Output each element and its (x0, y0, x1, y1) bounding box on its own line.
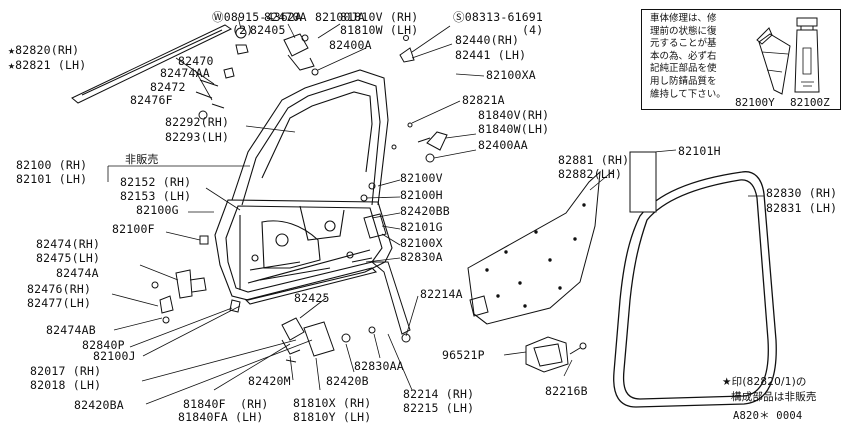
part-label-82292: 82292(RH) (165, 115, 230, 129)
part-label-82820: ★82820(RH) (8, 43, 80, 57)
part-label-82425: 82425 (294, 291, 330, 305)
drawing-code: A820＊ 0004 (733, 410, 803, 422)
part-label-82100: 82100 (RH) (16, 158, 88, 172)
part-label-82100h: 82100H (400, 188, 443, 202)
part-label-82100x: 82100X (400, 236, 443, 250)
part-label-82400a: 82400A (329, 38, 372, 52)
part-label-81810y: 81810Y (LH) (293, 410, 372, 424)
part-label-82840p: 82840P (82, 338, 125, 352)
motor-drawing (525, 336, 587, 373)
part-label-82882: 82882(LH) (558, 167, 623, 181)
opening-weatherstrip-drawing (613, 171, 777, 408)
part-code-82100y: 82100Y (735, 96, 775, 109)
part-qty-w: (2) (232, 23, 254, 37)
footnote-line-1: ★印(82820/1)の (722, 376, 807, 388)
part-label-82831: 82831 (LH) (766, 201, 838, 215)
part-label-82018: 82018 (LH) (30, 378, 102, 392)
door-shell-drawing (214, 69, 393, 305)
part-label-82441: 82441 (LH) (455, 48, 527, 62)
part-label-82830: 82830 (RH) (766, 186, 838, 200)
part-label-82420ba: 82420BA (74, 398, 124, 412)
part-label-82476f: 82476F (130, 93, 173, 107)
corrosion-note-box: 車体修理は、修 理前の状態に復 元することが基 本の為、必ず右 記純正部品を使 … (641, 9, 841, 110)
part-label-81810v: 81810V (RH) (340, 10, 419, 24)
outer-weatherstrip-drawing (71, 24, 233, 104)
part-label-96521p: 96521P (442, 348, 485, 362)
part-label-82400aa: 82400AA (478, 138, 528, 152)
part-label-s-08313: Ⓢ08313-61691 (453, 10, 544, 24)
part-label-82821: ★82821 (LH) (8, 58, 87, 72)
part-label-82476: 82476(RH) (27, 282, 92, 296)
part-label-82474: 82474(RH) (36, 237, 101, 251)
leader-lines (107, 16, 764, 405)
part-label-82420b: 82420B (326, 374, 369, 388)
part-label-82474aa: 82474AA (160, 66, 210, 80)
not-for-sale-label: 非販売 (125, 153, 159, 166)
part-label-82100j: 82100J (93, 349, 136, 363)
part-label-82101: 82101 (LH) (16, 172, 88, 186)
part-label-82100ja: 82100JA (315, 10, 365, 24)
part-label-82214: 82214 (RH) (403, 387, 475, 401)
note-box-images (756, 17, 820, 95)
part-label-82216b: 82216B (545, 384, 588, 398)
part-label-81810x: 81810X (RH) (293, 396, 372, 410)
part-label-82470a: 82470A (264, 10, 307, 24)
patch-drawing (629, 151, 657, 213)
part-label-82420bb: 82420BB (400, 204, 450, 218)
part-label-82830a: 82830A (400, 250, 443, 264)
hinge-lock-drawing (151, 182, 411, 363)
corrosion-note-text: 車体修理は、修 理前の状態に復 元することが基 本の為、必ず右 記純正部品を使 … (650, 13, 726, 100)
part-label-82472: 82472 (150, 80, 186, 94)
part-label-82474ab: 82474AB (46, 323, 96, 337)
part-label-82153: 82153 (LH) (120, 189, 192, 203)
door-glass-drawing (467, 170, 601, 325)
part-label-82215: 82215 (LH) (403, 401, 475, 415)
part-code-82100z: 82100Z (790, 96, 830, 109)
part-label-82405: 82405 (250, 23, 286, 37)
part-label-82881: 82881 (RH) (558, 153, 630, 167)
part-label-w-08915: Ⓦ08915-4362A (212, 10, 303, 24)
part-qty-s: (4) (522, 23, 544, 37)
part-label-82100f: 82100F (112, 222, 155, 236)
part-label-82293: 82293(LH) (165, 130, 230, 144)
part-label-81840f: 81840F (RH) (183, 397, 269, 411)
part-label-82821a: 82821A (462, 93, 505, 107)
footnote-line-2: 構成部品は非販売 (731, 391, 817, 403)
part-label-82830aa: 82830AA (354, 359, 404, 373)
upper-hardware-drawing (195, 27, 448, 163)
part-label-82214a: 82214A (420, 287, 463, 301)
part-label-81840w: 81840W(LH) (478, 122, 550, 136)
part-label-82101g: 82101G (400, 220, 443, 234)
part-label-82152: 82152 (RH) (120, 175, 192, 189)
part-label-81840fa: 81840FA (LH) (178, 410, 264, 424)
part-label-82477: 82477(LH) (27, 296, 92, 310)
part-label-82100xa: 82100XA (486, 68, 536, 82)
part-label-82475: 82475(LH) (36, 251, 101, 265)
part-label-81840v: 81840V(RH) (478, 108, 550, 122)
part-label-82101h: 82101H (678, 144, 721, 158)
part-label-82100g: 82100G (136, 203, 179, 217)
part-label-82420m: 82420M (248, 374, 291, 388)
part-label-82474a: 82474A (56, 266, 99, 280)
part-label-82100v: 82100V (400, 171, 443, 185)
part-label-82017: 82017 (RH) (30, 364, 102, 378)
part-label-82470: 82470 (178, 54, 214, 68)
part-label-81810w: 81810W (LH) (340, 23, 419, 37)
part-label-82440: 82440(RH) (455, 33, 520, 47)
